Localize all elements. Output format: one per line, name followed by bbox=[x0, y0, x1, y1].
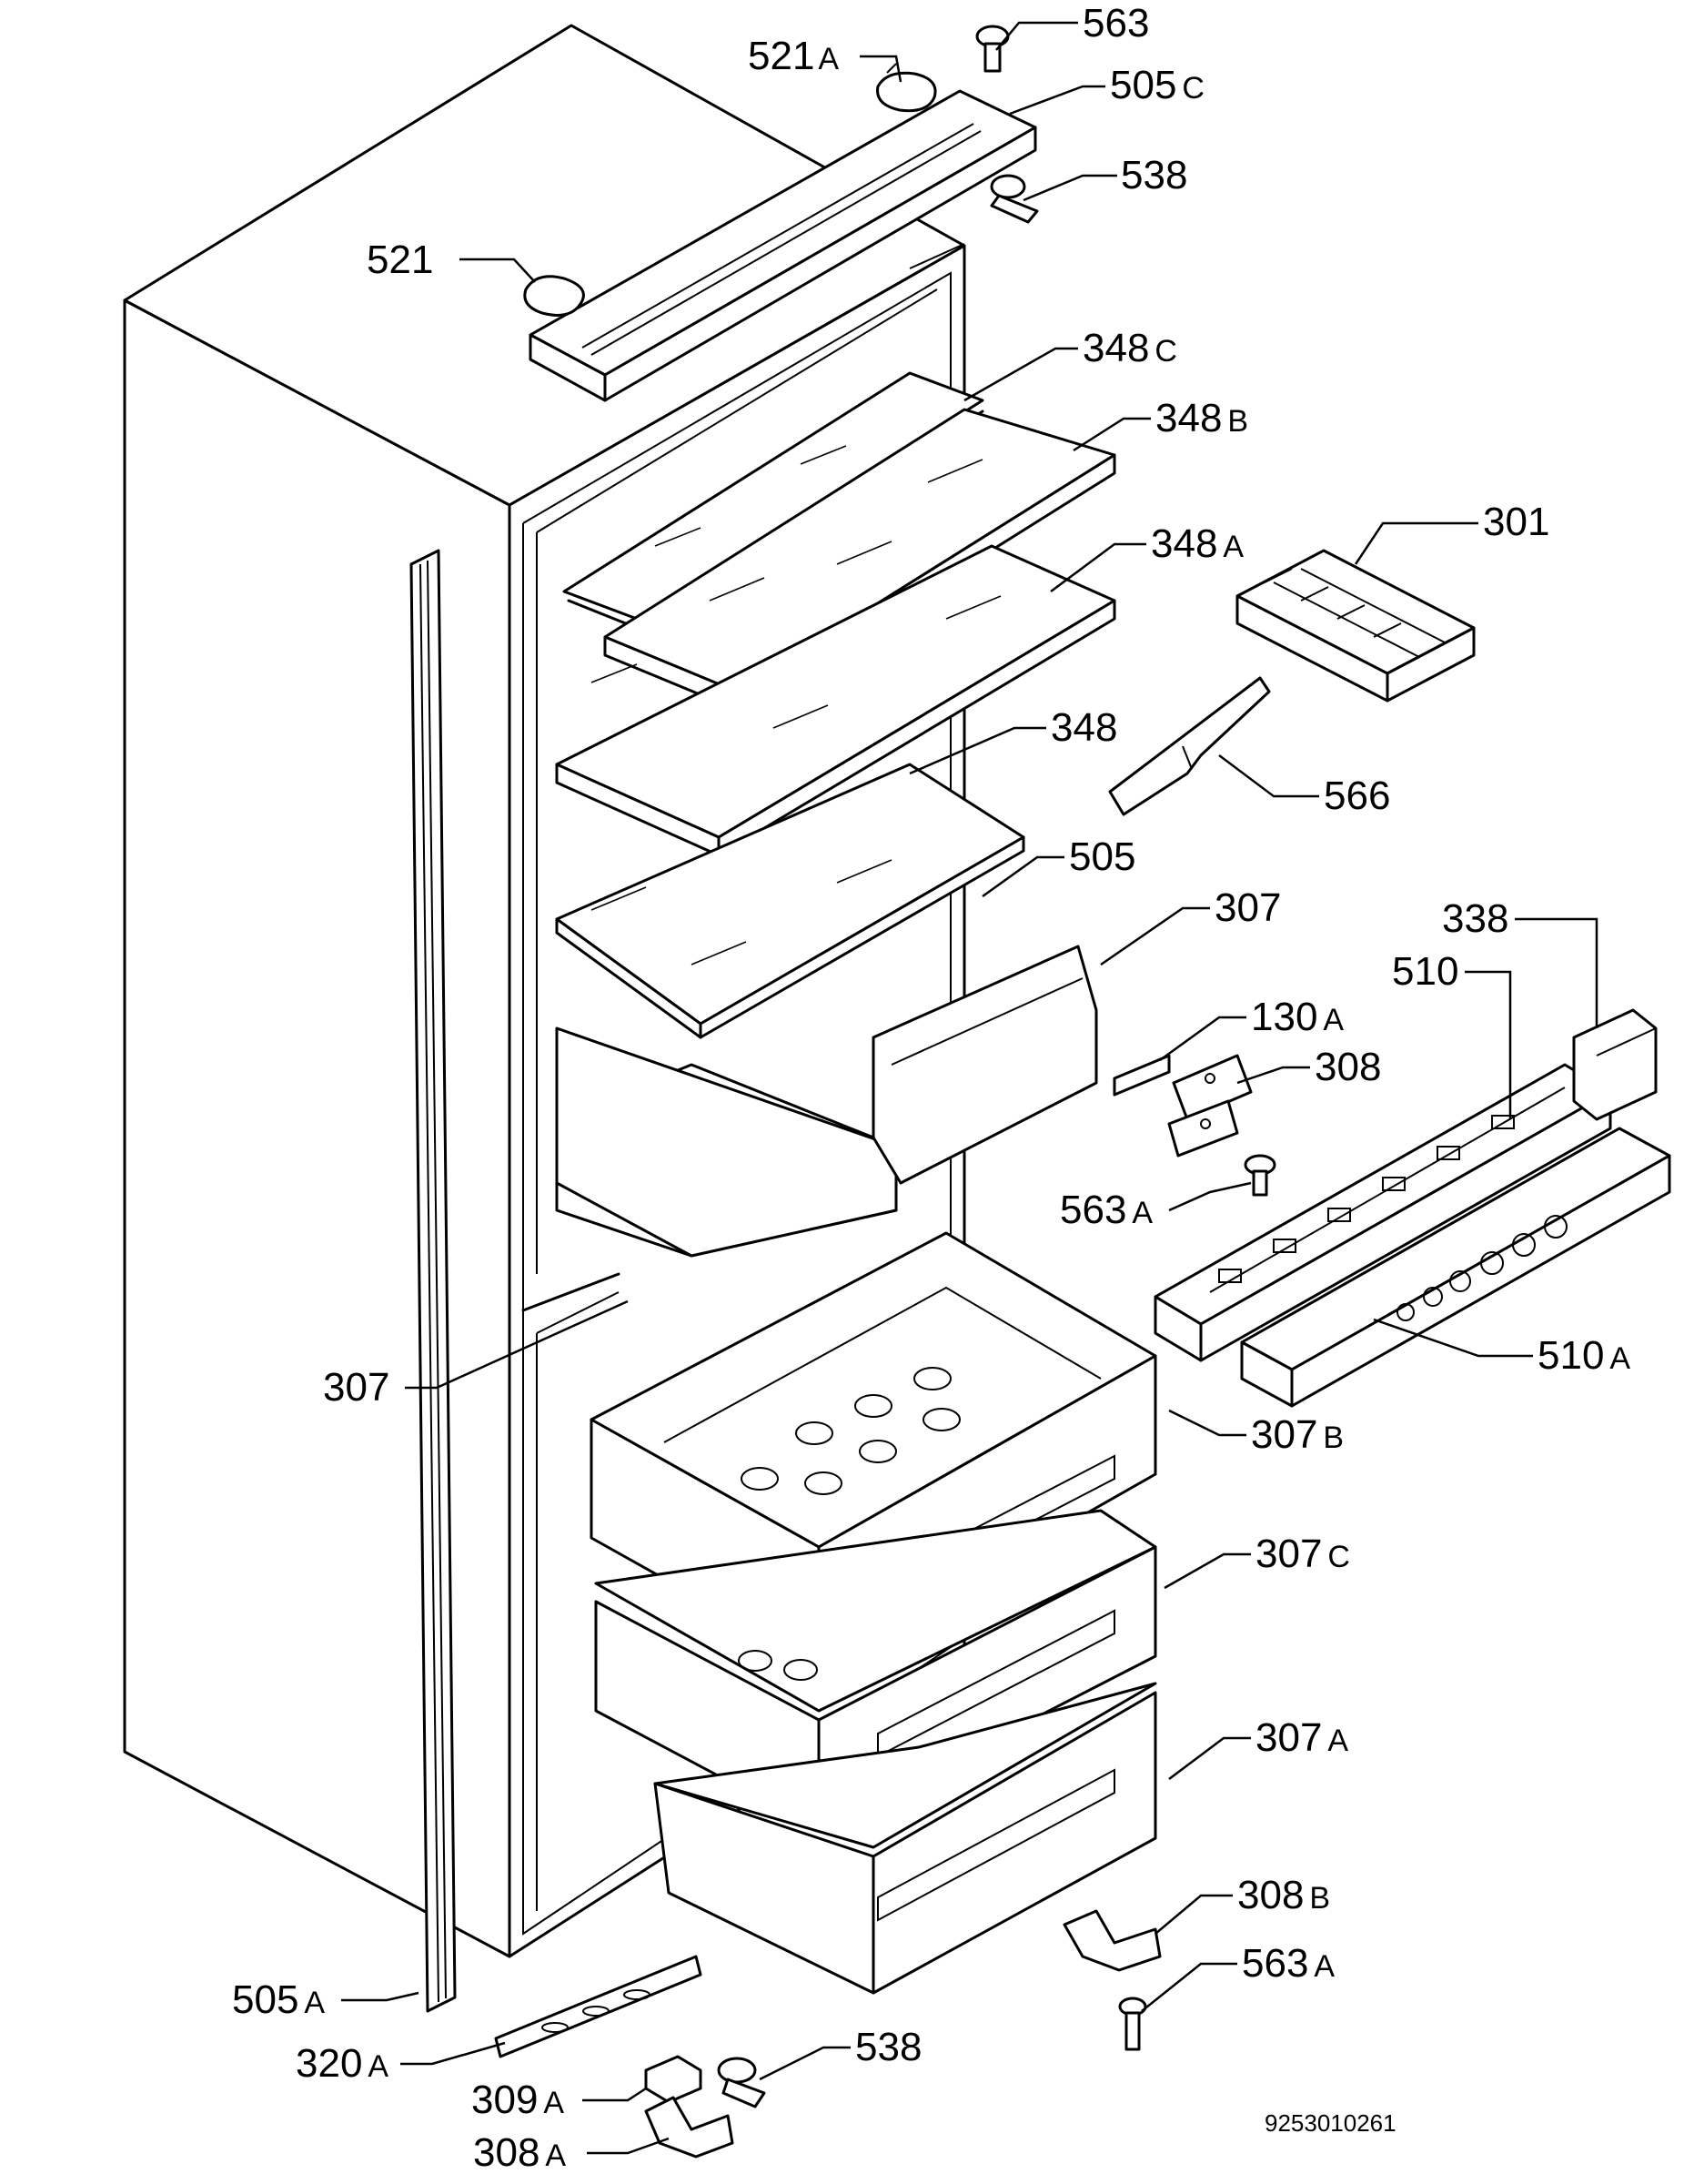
document-number: 9253010261 bbox=[1265, 2109, 1396, 2137]
ice-scraper-566 bbox=[1108, 676, 1271, 816]
bottom-rail-320a bbox=[494, 1955, 702, 2058]
label-348: 348 bbox=[1051, 705, 1117, 750]
label-538-bottom: 538 bbox=[855, 2025, 922, 2069]
part-521-cap bbox=[523, 275, 585, 317]
crisper-drawer-left bbox=[555, 1026, 898, 1258]
part-563-screw bbox=[975, 25, 1010, 73]
shelf-348 bbox=[555, 763, 1025, 1039]
screw-563a-upper bbox=[1244, 1154, 1276, 1197]
part-521a-cap bbox=[876, 63, 937, 113]
label-301: 301 bbox=[1483, 500, 1549, 544]
hinge-308b bbox=[1063, 1909, 1162, 1972]
label-563: 563 bbox=[1083, 1, 1149, 46]
hinge-308 bbox=[1167, 1054, 1253, 1158]
label-308: 308 bbox=[1315, 1045, 1381, 1089]
label-538-top: 538 bbox=[1121, 153, 1187, 197]
label-505: 505 bbox=[1069, 834, 1135, 879]
control-cover-510a bbox=[1240, 1127, 1671, 1408]
label-307-upper: 307 bbox=[1215, 885, 1281, 930]
lamp-holder-338 bbox=[1572, 1008, 1658, 1121]
label-307-lower: 307 bbox=[323, 1365, 389, 1410]
crisper-drawer-right bbox=[872, 945, 1098, 1185]
label-338: 338 bbox=[1442, 896, 1508, 941]
hinge-308a bbox=[644, 2096, 734, 2159]
ice-tray-301 bbox=[1235, 549, 1476, 703]
screw-563a-lower bbox=[1118, 1997, 1147, 2051]
part-505c-top-rail bbox=[529, 89, 1037, 402]
label-510: 510 bbox=[1392, 949, 1458, 994]
label-566: 566 bbox=[1324, 774, 1390, 818]
light-cover-130a bbox=[1113, 1054, 1171, 1097]
cap-309a bbox=[644, 2055, 702, 2104]
part-538-hinge-top bbox=[990, 174, 1039, 224]
label-521: 521 bbox=[367, 238, 433, 282]
leader-lines bbox=[341, 21, 1598, 2155]
door-gasket-505a bbox=[409, 549, 457, 2013]
shelf-348a bbox=[555, 544, 1116, 857]
hinge-538-bottom bbox=[717, 2057, 766, 2108]
control-panel-510 bbox=[1154, 1063, 1612, 1362]
freezer-drawer-307a bbox=[653, 1682, 1157, 1995]
